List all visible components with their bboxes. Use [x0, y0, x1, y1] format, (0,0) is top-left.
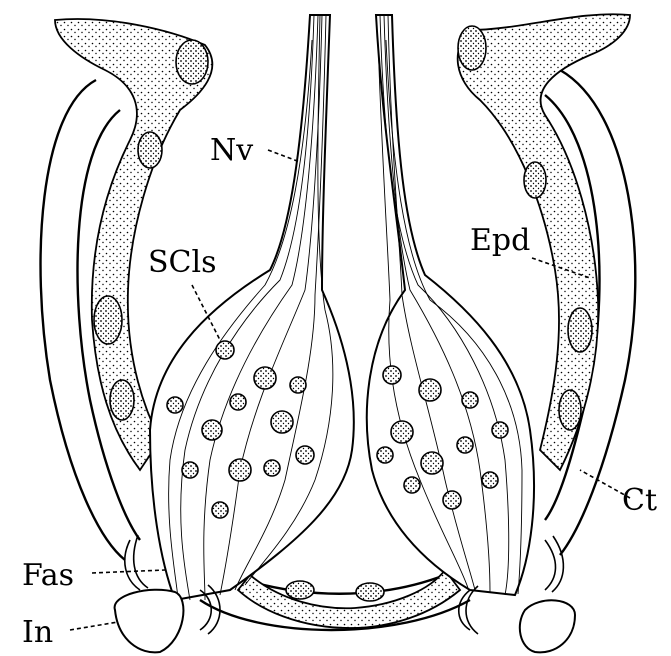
label-ct: Ct — [622, 483, 657, 518]
sensory-cell-nucleus — [296, 446, 314, 464]
epidermis-layer — [55, 14, 630, 628]
sensory-cell-nucleus — [482, 472, 498, 488]
epidermal-nucleus — [458, 26, 486, 70]
label-fas: Fas — [22, 558, 74, 593]
sensory-cell-nucleus — [492, 422, 508, 438]
sensory-cell-nucleus — [419, 379, 441, 401]
sensory-cell-nucleus — [167, 397, 183, 413]
sensory-cell-nucleus — [290, 377, 306, 393]
sensory-cell-nucleus — [271, 411, 293, 433]
sensory-cell-nucleus — [216, 341, 234, 359]
sensory-cell-nucleus — [182, 462, 198, 478]
label-epd: Epd — [470, 223, 530, 258]
sensory-cell-nucleus — [377, 447, 393, 463]
label-scls: SCls — [148, 245, 217, 280]
epidermal-nucleus — [524, 162, 546, 198]
sensory-cell-nucleus — [383, 366, 401, 384]
sensory-cell-nucleus — [229, 459, 251, 481]
epidermal-nucleus — [568, 308, 592, 352]
right-cap — [520, 600, 575, 652]
sensory-cell-nucleus — [202, 420, 222, 440]
left-cap — [115, 590, 184, 653]
sensory-cell-nucleus — [212, 502, 228, 518]
epidermal-nucleus — [110, 380, 134, 420]
label-nv: Nv — [210, 133, 253, 168]
epidermal-nucleus — [138, 132, 162, 168]
sensory-cell-nucleus — [230, 394, 246, 410]
sensory-cell-nucleus — [264, 460, 280, 476]
sensory-cell-nucleus — [254, 367, 276, 389]
epidermal-nucleus — [286, 581, 314, 599]
sensory-cell-nucleus — [462, 392, 478, 408]
sensory-cell-nucleus — [443, 491, 461, 509]
sensory-cell-nucleus — [391, 421, 413, 443]
epidermal-nucleus — [176, 40, 208, 84]
epidermal-nucleus — [559, 390, 581, 430]
sensory-cell-nucleus — [404, 477, 420, 493]
epidermal-nucleus — [94, 296, 122, 344]
sensory-cell-nucleus — [421, 452, 443, 474]
sensory-cell-nucleus — [457, 437, 473, 453]
label-in: In — [22, 615, 53, 650]
epidermal-nucleus — [356, 583, 384, 601]
